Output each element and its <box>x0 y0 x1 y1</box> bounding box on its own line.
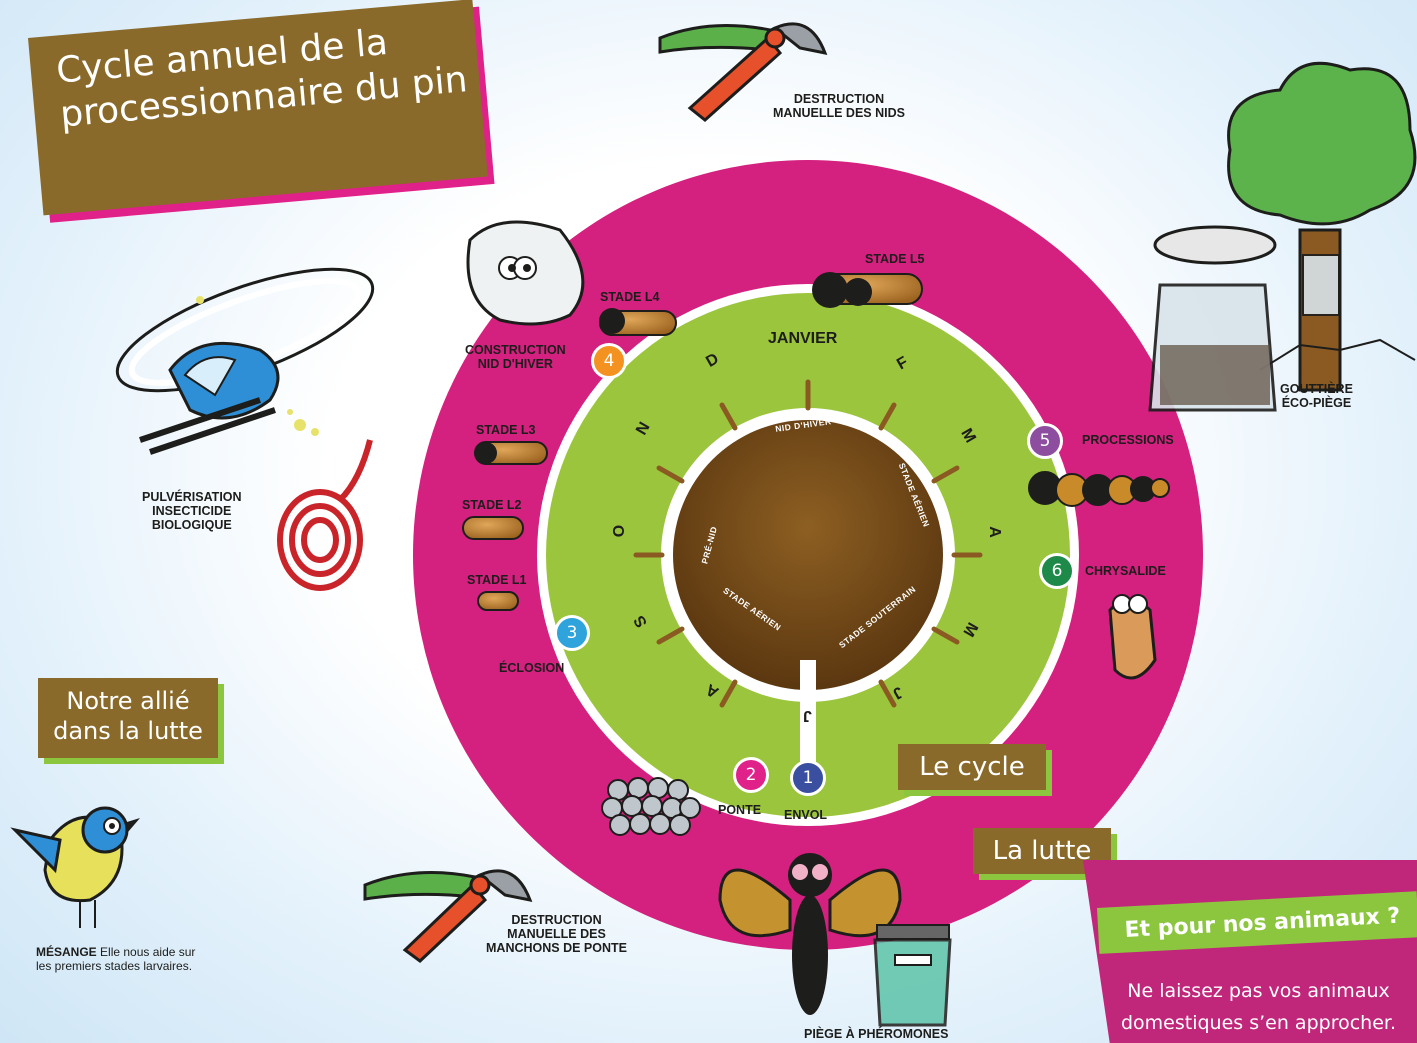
label-stade-l4: STADE L4 <box>600 290 660 304</box>
label-construction-line1: CONSTRUCTION <box>465 343 566 357</box>
nest-destruction-line1: DESTRUCTION <box>793 92 885 106</box>
pets-line2: domestiques s’en approcher. <box>1120 1012 1397 1034</box>
month-october: O <box>611 524 629 538</box>
hose-icon <box>277 439 373 591</box>
gutter-trap-icon <box>1148 225 1340 412</box>
ally-tag: Notre allié dans la lutte <box>38 678 218 758</box>
cycle-tag: Le cycle <box>898 744 1046 790</box>
label-pheromone-trap: PIÈGE À PHÉROMONES <box>804 1027 949 1041</box>
label-stade-l2: STADE L2 <box>462 498 522 512</box>
label-chrysalide: CHRYSALIDE <box>1085 564 1166 578</box>
month-ticks <box>633 379 983 708</box>
bird-icon <box>10 806 140 928</box>
step-6: 6 <box>1039 553 1075 589</box>
eggs-icon <box>601 777 701 836</box>
ally-line2: dans la lutte <box>53 717 203 745</box>
spray-line3: BIOLOGIQUE <box>151 518 232 532</box>
label-gutter: GOUTTIÈRE ÉCO-PIÈGE <box>1280 382 1353 410</box>
month-july: J <box>803 707 812 724</box>
step-4: 4 <box>591 343 627 379</box>
procession-caterpillar-icon <box>1028 471 1170 507</box>
bird-name: MÉSANGE <box>36 945 97 959</box>
ally-line1: Notre allié <box>66 687 190 715</box>
label-ponte: PONTE <box>718 803 762 817</box>
larva-stages <box>462 272 923 611</box>
spray-line2: INSECTICIDE <box>152 504 232 518</box>
bird-text-line1: Elle nous aide sur <box>100 945 196 959</box>
bird-text-line2: les premiers stades larvaires. <box>36 959 193 973</box>
helicopter-icon <box>115 267 375 455</box>
step-3: 3 <box>554 615 590 651</box>
egg-destruction-line2: MANUELLE DES <box>507 927 606 941</box>
pruner-top-icon <box>658 22 828 122</box>
month-january: JANVIER <box>768 330 838 347</box>
fight-tag-label: La lutte <box>992 836 1092 866</box>
label-construction-line2: NID D'HIVER <box>477 357 553 371</box>
bird-caption: MÉSANGE Elle nous aide sur les premiers … <box>36 945 195 973</box>
spray-line1: PULVÉRISATION <box>142 490 242 504</box>
cycle-tag-label: Le cycle <box>919 752 1025 782</box>
label-stade-l5: STADE L5 <box>865 252 925 266</box>
egg-destruction-line1: DESTRUCTION <box>511 913 602 927</box>
nest-icon <box>466 220 585 326</box>
label-processions: PROCESSIONS <box>1082 433 1174 447</box>
nest-destruction-line2: MANUELLE DES NIDS <box>773 106 905 120</box>
chrysalis-icon <box>1108 594 1157 680</box>
label-egg-destruction: DESTRUCTION MANUELLE DES MANCHONS DE PON… <box>486 913 627 955</box>
egg-destruction-line3: MANCHONS DE PONTE <box>486 941 627 955</box>
moth-icon <box>718 853 902 1015</box>
gutter-line2: ÉCO-PIÈGE <box>1281 396 1352 410</box>
pets-line1: Ne laissez pas vos animaux <box>1127 980 1390 1002</box>
label-spray: PULVÉRISATION INSECTICIDE BIOLOGIQUE <box>142 490 242 532</box>
label-envol: ENVOL <box>784 808 828 822</box>
label-nest-destruction: DESTRUCTION MANUELLE DES NIDS <box>773 92 905 120</box>
step-5: 5 <box>1027 423 1063 459</box>
label-eclosion: ÉCLOSION <box>499 661 565 675</box>
center-disc <box>673 420 943 690</box>
month-april: A <box>985 526 1003 538</box>
pruner-bottom-icon <box>363 869 533 963</box>
pets-text: Ne laissez pas vos animaux domestiques s… <box>1100 975 1417 1039</box>
label-stade-l3: STADE L3 <box>476 423 536 437</box>
pheromone-trap-icon <box>873 924 952 1027</box>
fight-tag: La lutte <box>973 828 1111 874</box>
label-stade-l1: STADE L1 <box>467 573 527 587</box>
step-2: 2 <box>733 757 769 793</box>
label-construction: CONSTRUCTION NID D'HIVER <box>465 343 566 371</box>
gutter-line1: GOUTTIÈRE <box>1280 382 1353 396</box>
step-1: 1 <box>790 760 826 796</box>
